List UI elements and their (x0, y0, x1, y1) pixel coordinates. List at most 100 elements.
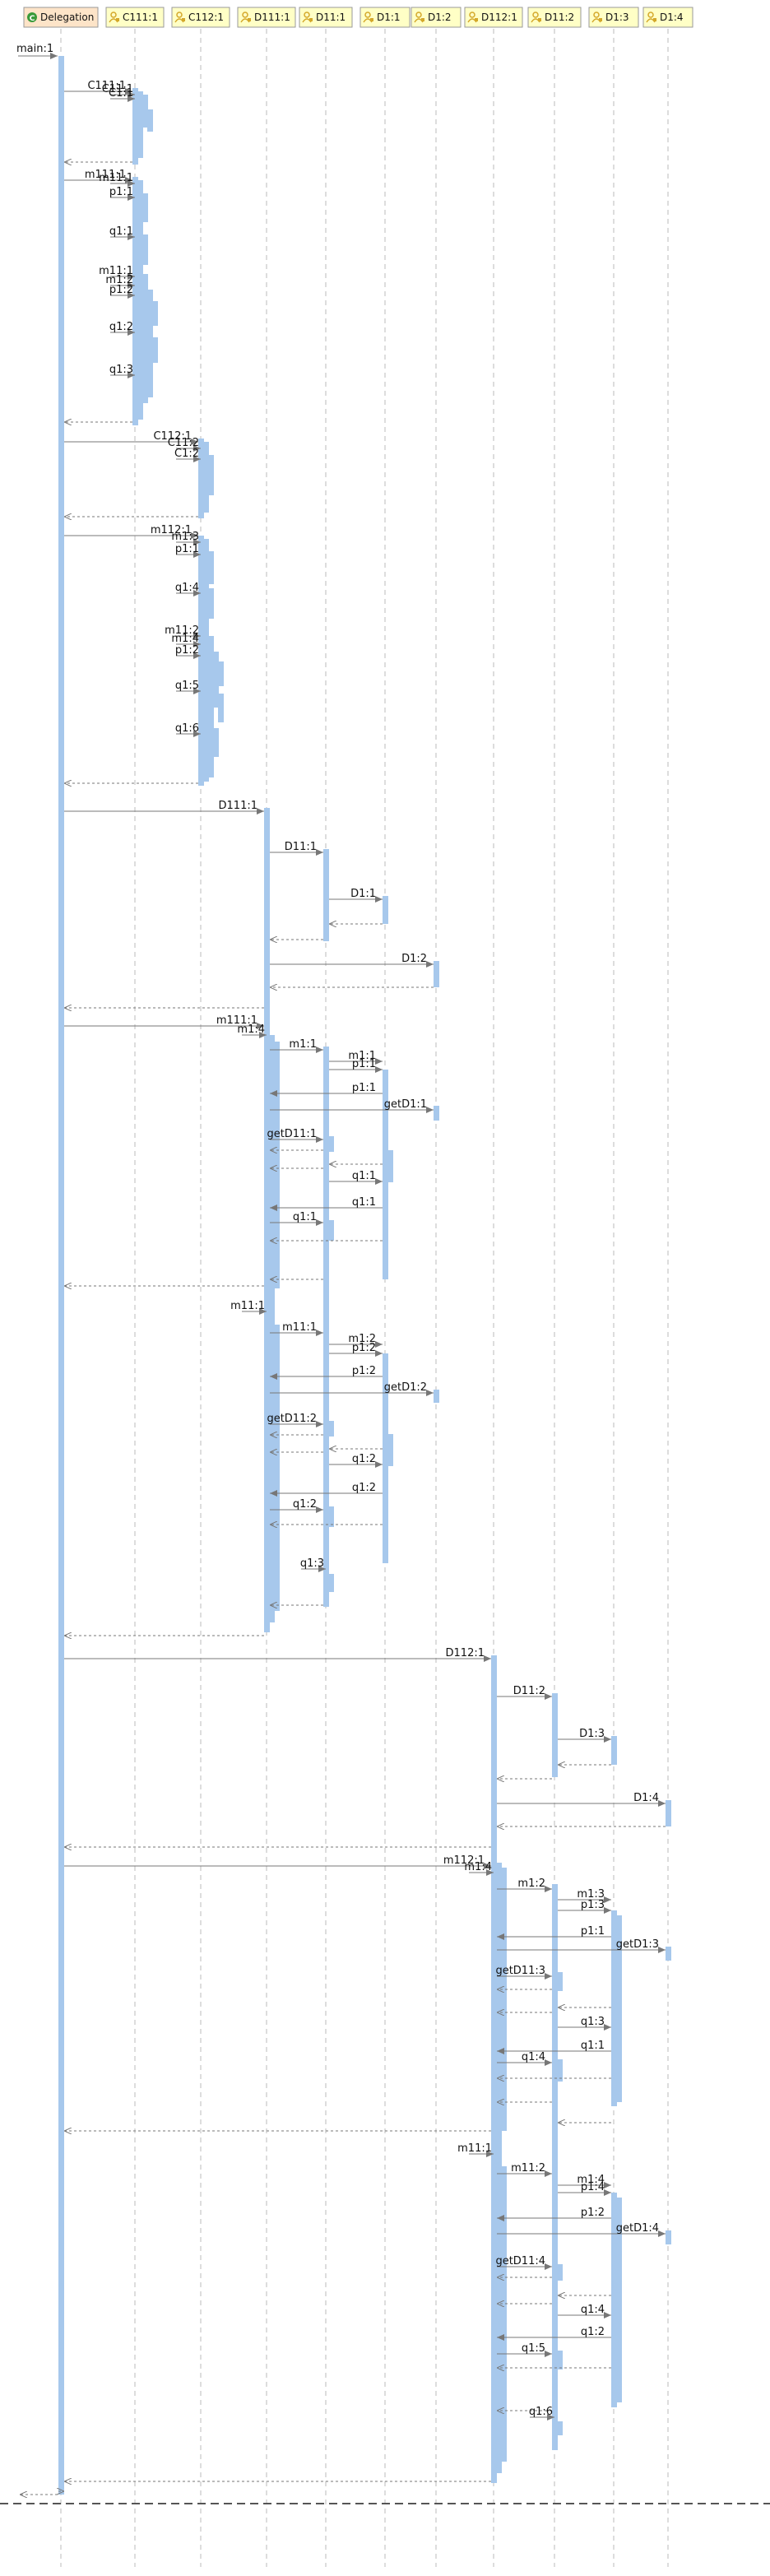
activation-bar (323, 1047, 329, 1607)
activation-bar (203, 539, 209, 782)
instance-icon (109, 12, 119, 23)
lifeline-header-a2[interactable]: C112:1 (171, 7, 230, 28)
message-label: D1:3 (579, 1728, 605, 1740)
message-label: q1:2 (293, 1498, 317, 1511)
activation-bar (142, 95, 148, 128)
message-label: D1:2 (401, 953, 427, 965)
lifeline-title: D11:2 (545, 12, 574, 23)
activation-bar (611, 2193, 617, 2407)
activation-bar (666, 1947, 671, 1961)
activation-bar (218, 694, 224, 722)
message-label: p1:2 (352, 1342, 376, 1354)
message-label: getD11:4 (495, 2255, 545, 2267)
activation-bar (611, 1910, 617, 2106)
message-label: D11:1 (285, 841, 317, 853)
message-label: m11:1 (99, 172, 133, 184)
message-label: p1:3 (581, 1899, 605, 1911)
activation-bar (152, 337, 158, 363)
message-label: C11:2 (168, 437, 199, 449)
instance-icon (302, 12, 313, 23)
message-label: p1:4 (581, 2181, 605, 2193)
activation-bar (434, 1390, 439, 1403)
message-label: getD1:2 (384, 1381, 427, 1394)
message-label: q1:1 (293, 1211, 317, 1223)
message-label: m11:1 (99, 265, 133, 277)
activation-bar (264, 808, 270, 1632)
message-label: q1:1 (581, 2040, 605, 2052)
instance-icon (414, 12, 424, 23)
lifeline-title: D1:2 (428, 12, 452, 23)
message-label: p1:1 (581, 1925, 605, 1938)
message-label: m1:3 (577, 1888, 605, 1901)
lifeline-header-a5[interactable]: D1:1 (359, 7, 411, 28)
message-label: p1:2 (109, 284, 133, 296)
message-label: q1:4 (581, 2304, 605, 2316)
message-label: q1:1 (109, 225, 133, 238)
class-icon (27, 12, 37, 22)
activation-bar (132, 177, 138, 425)
message-label: m111:1 (85, 169, 126, 181)
lifeline-header-a10[interactable]: D1:4 (642, 7, 693, 28)
activation-bar (328, 1220, 334, 1241)
message-label: m111:1 (216, 1014, 257, 1027)
message-label: C111:1 (87, 80, 126, 92)
message-label: m11:2 (165, 624, 199, 637)
message-label: m1:4 (464, 1861, 492, 1873)
message-label: m1:2 (517, 1877, 545, 1890)
activation-bar (557, 2421, 563, 2435)
message-label: m11:1 (457, 2142, 492, 2155)
message-label: q1:2 (352, 1453, 376, 1465)
activation-bar (328, 1421, 334, 1437)
lifeline-title: D1:4 (660, 12, 684, 23)
activation-bar (616, 2198, 622, 2402)
lifeline-header-a9[interactable]: D1:3 (588, 7, 639, 28)
activation-bar (611, 1736, 617, 1765)
activation-bar (58, 56, 64, 2495)
message-label: C11:1 (102, 83, 133, 95)
activation-bar (208, 551, 214, 584)
activation-bar (383, 1070, 388, 1279)
activation-bar (666, 2230, 671, 2244)
activation-bar (198, 439, 204, 518)
activation-bar (208, 588, 214, 619)
activation-bar (213, 728, 219, 757)
activation-bar (274, 1325, 280, 1611)
message-label: m1:1 (289, 1038, 317, 1051)
activation-bar (552, 1884, 558, 2450)
lifeline-title: D1:1 (377, 12, 401, 23)
lifeline-header-a4[interactable]: D11:1 (299, 7, 353, 28)
lifeline-header-a7[interactable]: D112:1 (464, 7, 523, 28)
message-label: D1:4 (633, 1792, 659, 1804)
lifeline-header-a8[interactable]: D11:2 (527, 7, 582, 28)
lifeline-header-a3[interactable]: D111:1 (237, 7, 296, 28)
message-label: D1:1 (350, 888, 376, 900)
message-label: q1:3 (300, 1557, 324, 1570)
message-label: D111:1 (219, 800, 257, 812)
activation-bar (496, 1863, 502, 2473)
message-label: p1:2 (352, 1365, 376, 1377)
instance-icon (531, 12, 541, 23)
message-label: getD11:1 (267, 1128, 317, 1140)
instance-icon (467, 12, 478, 23)
lifeline-header-a6[interactable]: D1:2 (411, 7, 462, 28)
activation-bar (557, 1972, 563, 1991)
activation-bar (147, 109, 153, 132)
activation-bar (274, 1042, 280, 1288)
activation-bar (132, 88, 138, 165)
message-label: C1:1 (109, 87, 133, 100)
lifeline-header-a1[interactable]: C111:1 (105, 7, 165, 28)
message-label: q1:6 (529, 2406, 553, 2418)
activation-bar (213, 652, 219, 708)
message-label: q1:5 (175, 680, 199, 692)
message-label: p1:2 (581, 2207, 605, 2219)
message-label: m1:4 (577, 2174, 605, 2186)
lifeline-title: Delegation (40, 12, 94, 23)
lifeline-title: D111:1 (254, 12, 290, 23)
message-label: q1:1 (352, 1170, 376, 1182)
activation-bar (328, 1136, 334, 1152)
activation-bar (147, 290, 153, 374)
message-label: D112:1 (446, 1647, 485, 1659)
message-label: p1:2 (175, 644, 199, 657)
entry-label: main:1 (16, 43, 53, 55)
